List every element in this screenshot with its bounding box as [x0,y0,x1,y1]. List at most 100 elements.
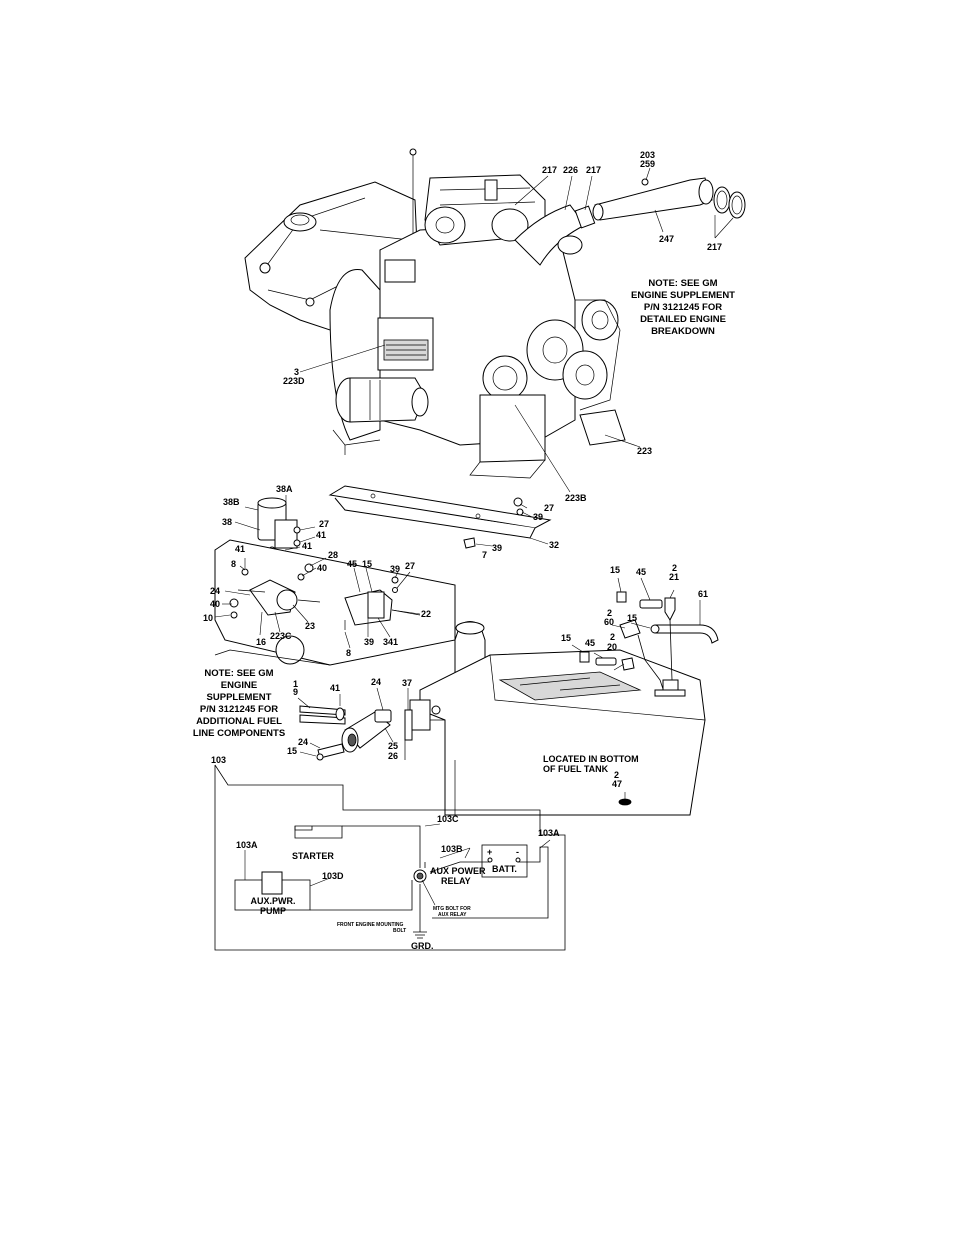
callout-45: 45 [585,638,595,648]
callout-27: 27 [405,561,415,571]
engine-note-line-3: P/N 3121245 FOR [644,302,722,313]
callout-15: 15 [287,746,297,756]
callout-103C: 103C [437,814,459,824]
wiring-schematic [214,764,566,951]
tank-leaders [571,577,701,800]
callout-20: 20 [607,642,617,652]
callout-45: 45 [636,567,646,577]
callout-labels: 203 259 217 226 217 247 217 3 223D 223 2… [203,150,722,789]
engine-note-line-4: DETAILED ENGINE [640,314,726,325]
callout-2: 2 [610,632,615,642]
callout-41: 41 [235,544,245,554]
callout-217: 217 [542,165,557,175]
callout-103A: 103A [538,828,560,838]
callout-247: 247 [659,234,674,244]
aux-relay-label-2: RELAY [441,876,471,886]
callout-223: 223 [637,446,652,456]
callout-40: 40 [317,563,327,573]
callout-8: 8 [231,559,236,569]
ground-label: GRD. [411,941,434,951]
callout-203: 203 [640,150,655,160]
callout-60: 60 [604,617,614,627]
callout-41: 41 [316,530,326,540]
battery-minus: - [516,847,519,857]
callout-45: 45 [347,559,357,569]
tank-note-line-1: LOCATED IN BOTTOM [543,754,639,764]
tank-note-line-2: OF FUEL TANK [543,764,609,774]
callout-27: 27 [544,503,554,513]
callout-1: 1 [293,679,298,689]
callout-61: 61 [698,589,708,599]
callout-37: 37 [402,678,412,688]
mtg-bolt-label-2: AUX RELAY [438,912,467,918]
callout-24: 24 [298,737,308,747]
callout-25: 25 [388,741,398,751]
callout-9: 9 [293,687,298,697]
callout-3: 3 [294,367,299,377]
fuel-filter-leaders [214,495,549,649]
callout-15: 15 [627,613,637,623]
callout-41: 41 [330,683,340,693]
callout-21: 21 [669,572,679,582]
callout-223B: 223B [565,493,587,503]
callout-223C: 223C [270,631,292,641]
callout-8: 8 [346,648,351,658]
fuel-pump-leaders [297,687,409,757]
callout-28: 28 [328,550,338,560]
callout-39: 39 [390,564,400,574]
callout-15: 15 [561,633,571,643]
battery-label: BATT. [492,864,517,874]
aux-pump-label-1: AUX.PWR. [251,896,296,906]
fuel-note-line-5: ADDITIONAL FUEL [196,716,282,727]
callout-27: 27 [319,519,329,529]
front-bolt-label-2: BOLT [393,928,406,934]
engine-note-line-1: NOTE: SEE GM [648,278,717,289]
callout-15: 15 [610,565,620,575]
callout-2: 2 [614,770,619,780]
fuel-note-line-1: NOTE: SEE GM [204,668,273,679]
fuel-note-line-2: ENGINE [221,680,257,691]
fuel-filter-group [214,485,552,666]
fuel-note-line-3: SUPPLEMENT [207,692,272,703]
engine-note-line-5: BREAKDOWN [651,326,715,337]
callout-24: 24 [210,586,220,596]
tank-note: LOCATED IN BOTTOM OF FUEL TANK [543,754,639,774]
engine-assembly [244,148,626,479]
callout-26: 26 [388,751,398,761]
callout-217: 217 [586,165,601,175]
callout-2: 2 [672,563,677,573]
callout-15: 15 [362,559,372,569]
callout-341: 341 [383,637,398,647]
callout-226: 226 [563,165,578,175]
callout-32: 32 [549,540,559,550]
callout-39: 39 [492,543,502,553]
callout-217: 217 [707,242,722,252]
callout-47: 47 [612,779,622,789]
callout-38A: 38A [276,484,293,494]
air-intake-pipe [574,177,746,229]
callout-38B: 38B [223,497,240,507]
callout-103: 103 [211,755,226,765]
fuel-tank [404,621,706,816]
callout-38: 38 [222,517,232,527]
battery-plus: + [487,847,492,857]
callout-103B: 103B [441,844,463,854]
starter-label: STARTER [292,851,334,861]
callout-22: 22 [421,609,431,619]
callout-39: 39 [533,512,543,522]
engine-leaders [299,167,734,493]
callout-40: 40 [210,599,220,609]
callout-10: 10 [203,613,213,623]
fuel-note-line-4: P/N 3121245 FOR [200,704,278,715]
fuel-pump-group [299,705,413,761]
callout-23: 23 [305,621,315,631]
aux-relay-label-1: AUX POWER [430,866,486,876]
tank-fittings [579,591,719,697]
callout-223D: 223D [283,376,305,386]
callout-39: 39 [364,637,374,647]
mtg-bolt-label-1: MTG BOLT FOR [433,906,471,912]
callout-2: 2 [607,608,612,618]
front-bolt-label-1: FRONT ENGINE MOUNTING [337,922,403,928]
callout-24: 24 [371,677,381,687]
callout-16: 16 [256,637,266,647]
